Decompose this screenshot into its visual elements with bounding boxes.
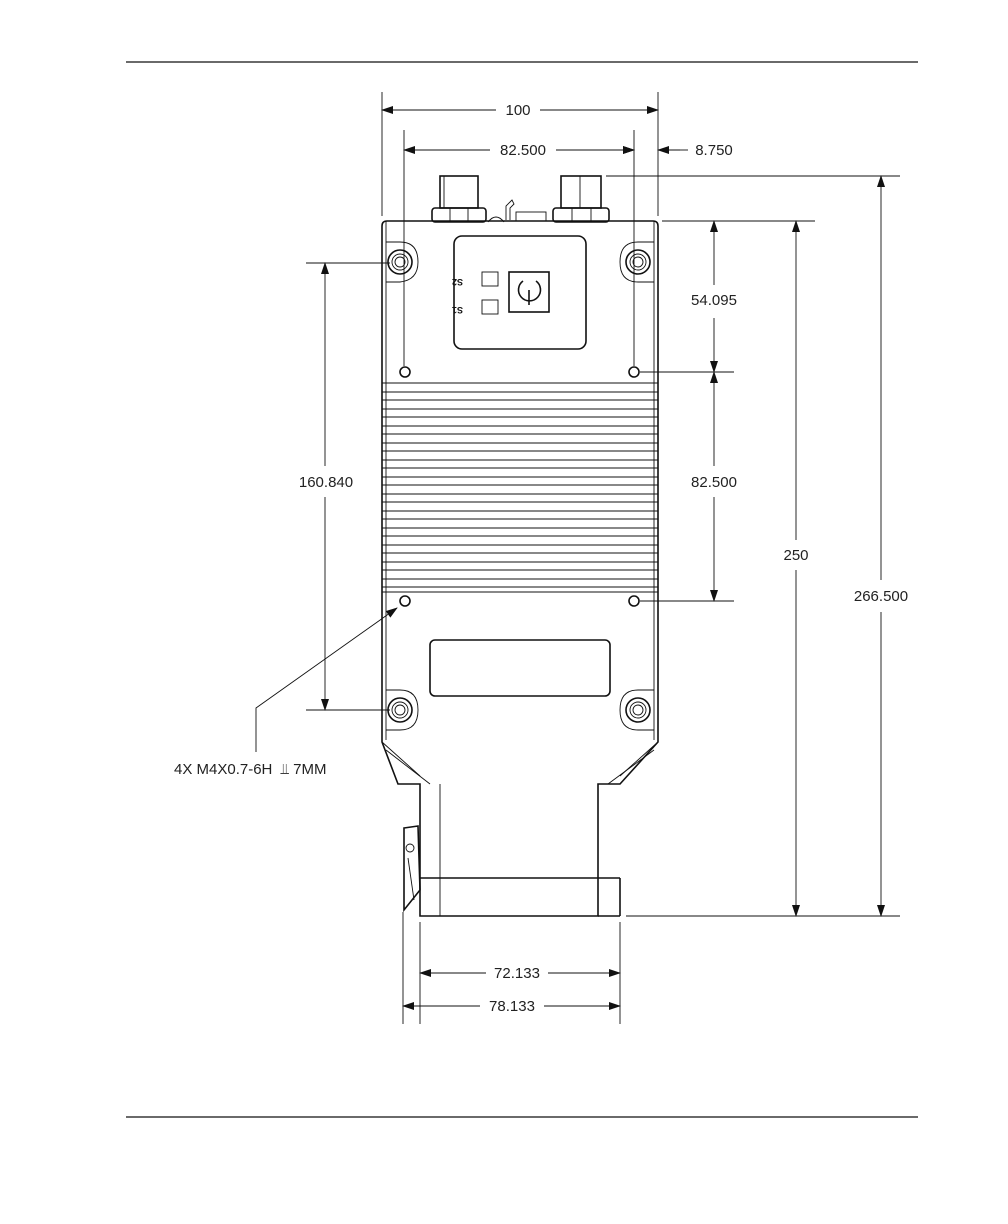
- dim-base-width: 72.133: [494, 965, 540, 982]
- dim-mount-height: 160.840: [299, 474, 353, 491]
- led-s1-label: S1: [452, 305, 463, 315]
- dim-panel-height: 54.095: [691, 292, 737, 309]
- thread-note: 4X M4X0.7-6H: [174, 761, 272, 778]
- dim-body-height: 250: [783, 547, 808, 564]
- mounting-hole-bottom-left: [386, 690, 418, 730]
- dim-width-100: 100: [505, 102, 530, 119]
- dim-offset: 8.750: [695, 142, 733, 159]
- mounting-hole-top-left: [386, 242, 418, 282]
- cooling-fins: [382, 383, 658, 592]
- dim-overall-height: 266.500: [854, 588, 908, 605]
- dim-hole-spacing-height: 82.500: [691, 474, 737, 491]
- dim-hole-spacing-width: 82.500: [500, 142, 546, 159]
- thread-callout: 4X M4X0.7-6H ⫫ 7MM: [174, 761, 327, 778]
- control-panel: [454, 236, 586, 349]
- label-plate: [430, 640, 610, 696]
- depth-icon: ⫫: [280, 761, 290, 778]
- dim-overall-base-width: 78.133: [489, 998, 535, 1015]
- threaded-hole: [629, 367, 639, 377]
- threaded-hole: [400, 367, 410, 377]
- mounting-hole-bottom-right: [620, 690, 654, 730]
- thread-depth: 7MM: [293, 761, 326, 778]
- mounting-hole-top-right: [620, 242, 654, 282]
- threaded-hole: [400, 596, 410, 606]
- threaded-hole: [629, 596, 639, 606]
- led-s2-label: S2: [452, 277, 463, 287]
- device-outline: S2 S1: [382, 176, 658, 916]
